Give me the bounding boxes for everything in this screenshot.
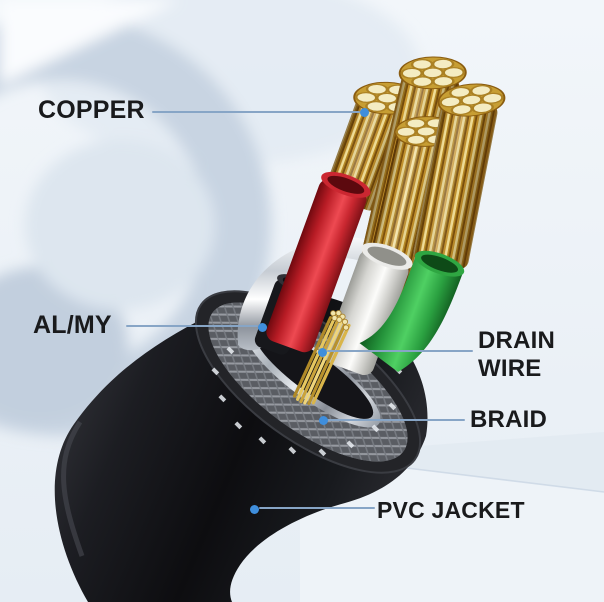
wire-green (359, 250, 465, 372)
leader-line-drain (327, 350, 473, 352)
drain-wire-strands (292, 310, 351, 405)
label-braid: BRAID (470, 406, 547, 433)
marker-dot-drain (317, 347, 327, 357)
leader-line-copper (152, 111, 360, 113)
foil-collar (237, 237, 388, 351)
label-drain-wire: DRAIN WIRE (478, 327, 562, 382)
label-copper: COPPER (38, 96, 145, 124)
wire-white (324, 242, 413, 376)
leader-line-braid (327, 419, 465, 421)
marker-dot-foil (257, 322, 267, 332)
copper-bundle (413, 83, 506, 269)
label-pvc-jacket: PVC JACKET (377, 497, 525, 523)
marker-dot-braid (318, 415, 328, 425)
background-swoosh-band (300, 432, 604, 492)
marker-dot-jacket (249, 504, 259, 514)
label-foil: AL/MY (33, 311, 112, 339)
leader-line-jacket (259, 507, 375, 509)
marker-dot-copper (359, 107, 369, 117)
wire-red (266, 171, 371, 353)
braid-specks (211, 316, 403, 457)
leader-line-foil (126, 325, 258, 327)
inner-wires (254, 171, 465, 405)
